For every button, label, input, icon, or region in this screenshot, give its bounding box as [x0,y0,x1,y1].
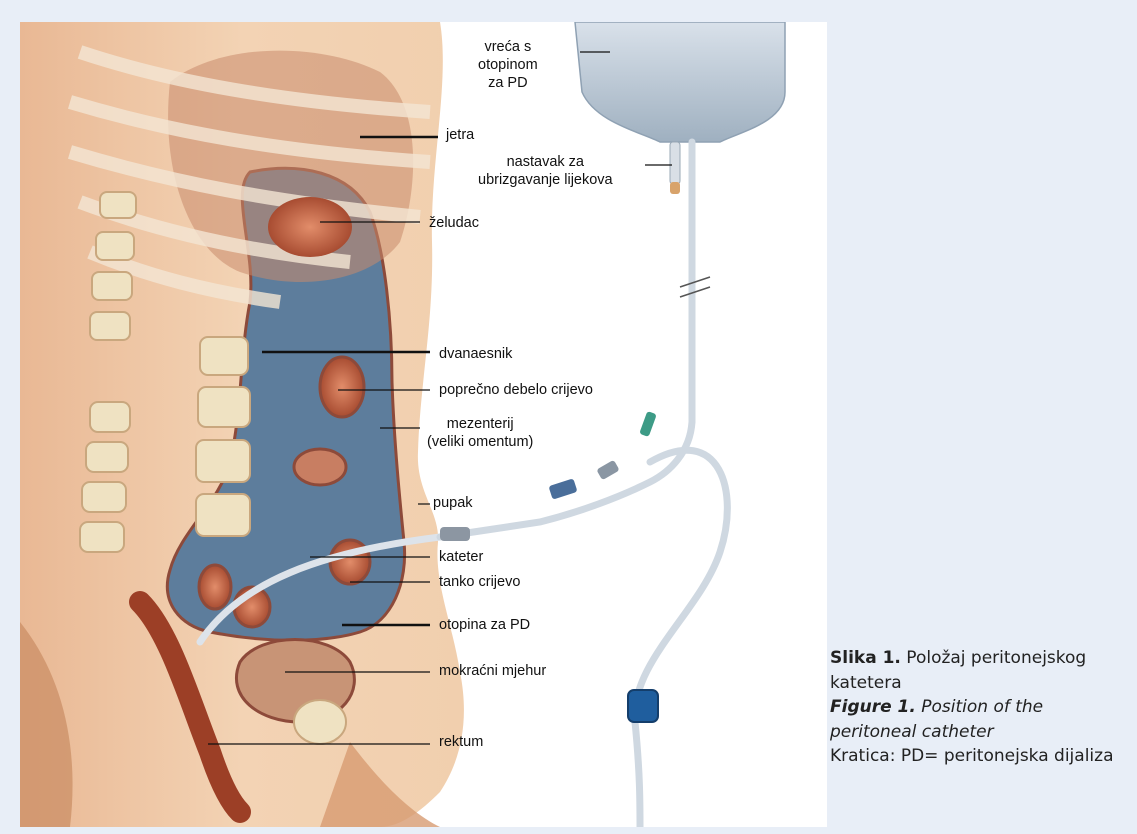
label-mesentery: mezenterij (veliki omentum) [427,415,533,451]
connector-grey [596,460,619,480]
pubic-bone [294,700,346,744]
anatomy-illustration [20,22,827,827]
caption-abbreviation: Kratica: PD= peritonejska dijaliza [830,746,1113,766]
label-small-intestine: tanko crijevo [439,573,520,591]
clamp [628,690,658,722]
connector-blue [548,478,577,499]
transverse-colon [320,357,364,417]
label-rectum: rektum [439,733,483,751]
label-duodenum: dvanaesnik [439,345,512,363]
label-catheter: kateter [439,548,483,566]
label-transverse-colon: poprečno debelo crijevo [439,381,593,399]
label-navel: pupak [433,494,473,512]
intestine-loop-1 [294,449,346,485]
bag-tube [440,142,692,537]
intestine-loop-3 [199,565,231,609]
catheter-adapter [440,527,470,541]
injection-port [670,142,680,184]
label-bag: vreća s otopinom za PD [478,38,538,92]
caption-label-en: Figure 1. [830,697,916,717]
caption-label-hr: Slika 1. [830,648,901,668]
label-pd-solution: otopina za PD [439,616,530,634]
stomach [268,197,352,257]
connector-green [639,411,657,437]
label-stomach: želudac [429,214,479,232]
label-liver: jetra [446,126,474,144]
injection-port-tip [670,182,680,194]
figure-panel: vreća s otopinom za PD nastavak za ubriz… [20,22,827,827]
label-injection-port: nastavak za ubrizgavanje lijekova [478,153,613,189]
figure-caption: Slika 1. Položaj peritonejskog katetera … [830,646,1130,769]
drain-tube [635,450,728,827]
pd-bag [575,22,785,142]
label-bladder: mokraćni mjehur [439,662,546,680]
